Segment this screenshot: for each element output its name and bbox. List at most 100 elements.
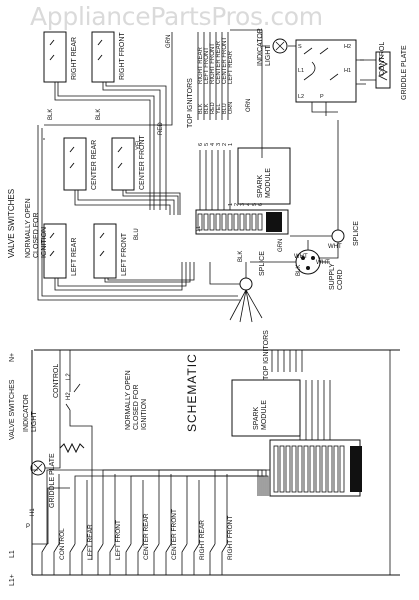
terminal-cell xyxy=(321,445,327,493)
valve-switch-center-rear: CENTER REAR xyxy=(63,137,98,191)
switch-label: CENTER REAR xyxy=(143,513,150,560)
sch-control-label: CONTROL xyxy=(53,364,60,398)
wire-tag: BLK xyxy=(238,251,244,262)
supply-cord: SUPPLYCORD xyxy=(250,240,344,290)
svg-text:SUPPLYCORD: SUPPLYCORD xyxy=(329,263,344,290)
switch-label: CENTER FRONT xyxy=(171,509,178,560)
terminal-cell xyxy=(339,445,345,493)
schematic-switch: RIGHT REAR xyxy=(181,475,261,575)
switch-label: CENTER REAR xyxy=(91,140,98,190)
terminal-label: P xyxy=(320,94,324,100)
switch-label: LEFT FRONT xyxy=(115,520,122,560)
wire-tag: BLU xyxy=(134,228,140,240)
control-top: CONTROL S H2 H1 L1 L2 P xyxy=(295,39,386,103)
wire-color: ORN xyxy=(228,102,234,114)
switch-label: RIGHT FRONT xyxy=(227,516,234,560)
terminal-cell xyxy=(273,445,279,493)
schematic-switch: CONTROL xyxy=(41,469,271,575)
schematic-switch: LEFT REAR xyxy=(69,475,269,575)
top-ignitors-title: TOP IGNITORS xyxy=(187,78,194,128)
wire-tag: GRN xyxy=(278,239,284,252)
griddle-plate-sch: GRIDDLE PLATE xyxy=(49,442,85,508)
schematic-switch: CENTER FRONT xyxy=(153,469,263,575)
schematic-switch: CENTER REAR xyxy=(125,475,265,575)
terminal-number: 2 xyxy=(222,143,228,146)
l1-rail xyxy=(31,350,400,576)
switch-label: RIGHT REAR xyxy=(71,37,78,80)
schematic-switch: RIGHT FRONT xyxy=(209,469,259,575)
switch-label: LEFT REAR xyxy=(71,238,78,276)
sch-note: NORMALLY OPENCLOSED FORIGNITION xyxy=(125,370,148,430)
terminal-label: P xyxy=(26,524,30,530)
terminal-11-label: 11 xyxy=(196,225,202,232)
splice-label: SPLICE xyxy=(259,251,266,276)
terminal-number: 4 xyxy=(246,203,252,206)
terminal-cell xyxy=(279,445,285,493)
svg-text:SPARKMODULE: SPARKMODULE xyxy=(253,400,268,430)
terminal-cell xyxy=(291,445,297,493)
splice-label: SPLICE xyxy=(353,221,360,246)
terminal-cell xyxy=(221,213,227,231)
terminal-number: 6 xyxy=(258,203,264,206)
terminal-cell xyxy=(197,213,203,231)
terminal-label: H2 xyxy=(344,44,351,50)
svg-text:INDICATORLIGHT: INDICATORLIGHT xyxy=(257,28,272,66)
terminal-label: H1 xyxy=(30,508,36,516)
terminal-cell xyxy=(315,445,321,493)
wire-tag: BLK xyxy=(96,109,102,120)
terminal-label: H1 xyxy=(344,68,351,74)
wire-tag: WHT xyxy=(294,254,308,260)
wire-tag: WHT xyxy=(328,244,342,250)
ignitor-label: CENTER REAR xyxy=(216,40,222,84)
sch-valve-switches-title: VALVE SWITCHES xyxy=(9,379,16,440)
indicator-light-sch: INDICATORLIGHT xyxy=(23,394,46,476)
wire-color: YEL xyxy=(216,104,222,114)
terminal-cell xyxy=(327,445,333,493)
indicator-light-top: INDICATORLIGHT xyxy=(257,28,288,66)
switch-label: CENTER FRONT xyxy=(139,134,146,190)
wire-tag: WHT xyxy=(316,260,330,266)
wire-color: RED xyxy=(210,102,216,114)
wire-color: BLK xyxy=(198,103,204,114)
terminal-cell xyxy=(251,213,257,231)
schematic-title: SCHEMATIC xyxy=(185,353,199,432)
switch-label: RIGHT FRONT xyxy=(119,32,126,80)
terminal-cell xyxy=(215,213,221,231)
wire-tag: BLK xyxy=(48,109,54,120)
terminal-label: L1 xyxy=(298,68,304,74)
terminal-cell xyxy=(285,445,291,493)
terminal-label: H2 xyxy=(66,392,72,400)
ignitor-label: LEFT REAR xyxy=(228,50,234,84)
valve-switch-right-rear: RIGHT REAR xyxy=(43,31,78,83)
switch-label: RIGHT REAR xyxy=(199,520,206,560)
ignitor-label: RIGHT REAR xyxy=(198,46,204,84)
watermark: AppliancePartsPros.com xyxy=(30,2,323,31)
line-label-n: N+ xyxy=(9,353,16,362)
valve-switches-title: VALVE SWITCHES xyxy=(7,189,16,258)
terminal-cell xyxy=(227,213,233,231)
terminal-cell xyxy=(239,213,245,231)
griddle-plate-label: GRIDDLE PLATE xyxy=(401,45,408,100)
control-label: CONTROL xyxy=(379,42,386,76)
terminal-cell xyxy=(203,213,209,231)
terminal-label: S xyxy=(298,44,302,50)
terminal-cell xyxy=(233,213,239,231)
svg-text:INDICATORLIGHT: INDICATORLIGHT xyxy=(23,394,38,432)
valve-note: NORMALLY OPENCLOSED FORIGNITION xyxy=(25,198,48,258)
terminal-number: 6 xyxy=(198,143,204,146)
terminal-cell xyxy=(333,445,339,493)
terminal-number: 5 xyxy=(252,203,258,206)
valve-switch-left-rear: LEFT REAR xyxy=(43,223,78,279)
control-sch: CONTROL H2 L2 P H1 xyxy=(26,350,93,560)
ignitor-label: RIGHT FRONT xyxy=(210,43,216,84)
terminal-label: L2 xyxy=(66,373,72,380)
terminal-number: 1 xyxy=(228,143,234,146)
valve-switch-left-front: LEFT FRONT xyxy=(93,223,128,279)
ignitor-label: LEFT FRONT xyxy=(204,47,210,84)
terminal-cell xyxy=(309,445,315,493)
wire-tag: ORN xyxy=(246,99,252,112)
